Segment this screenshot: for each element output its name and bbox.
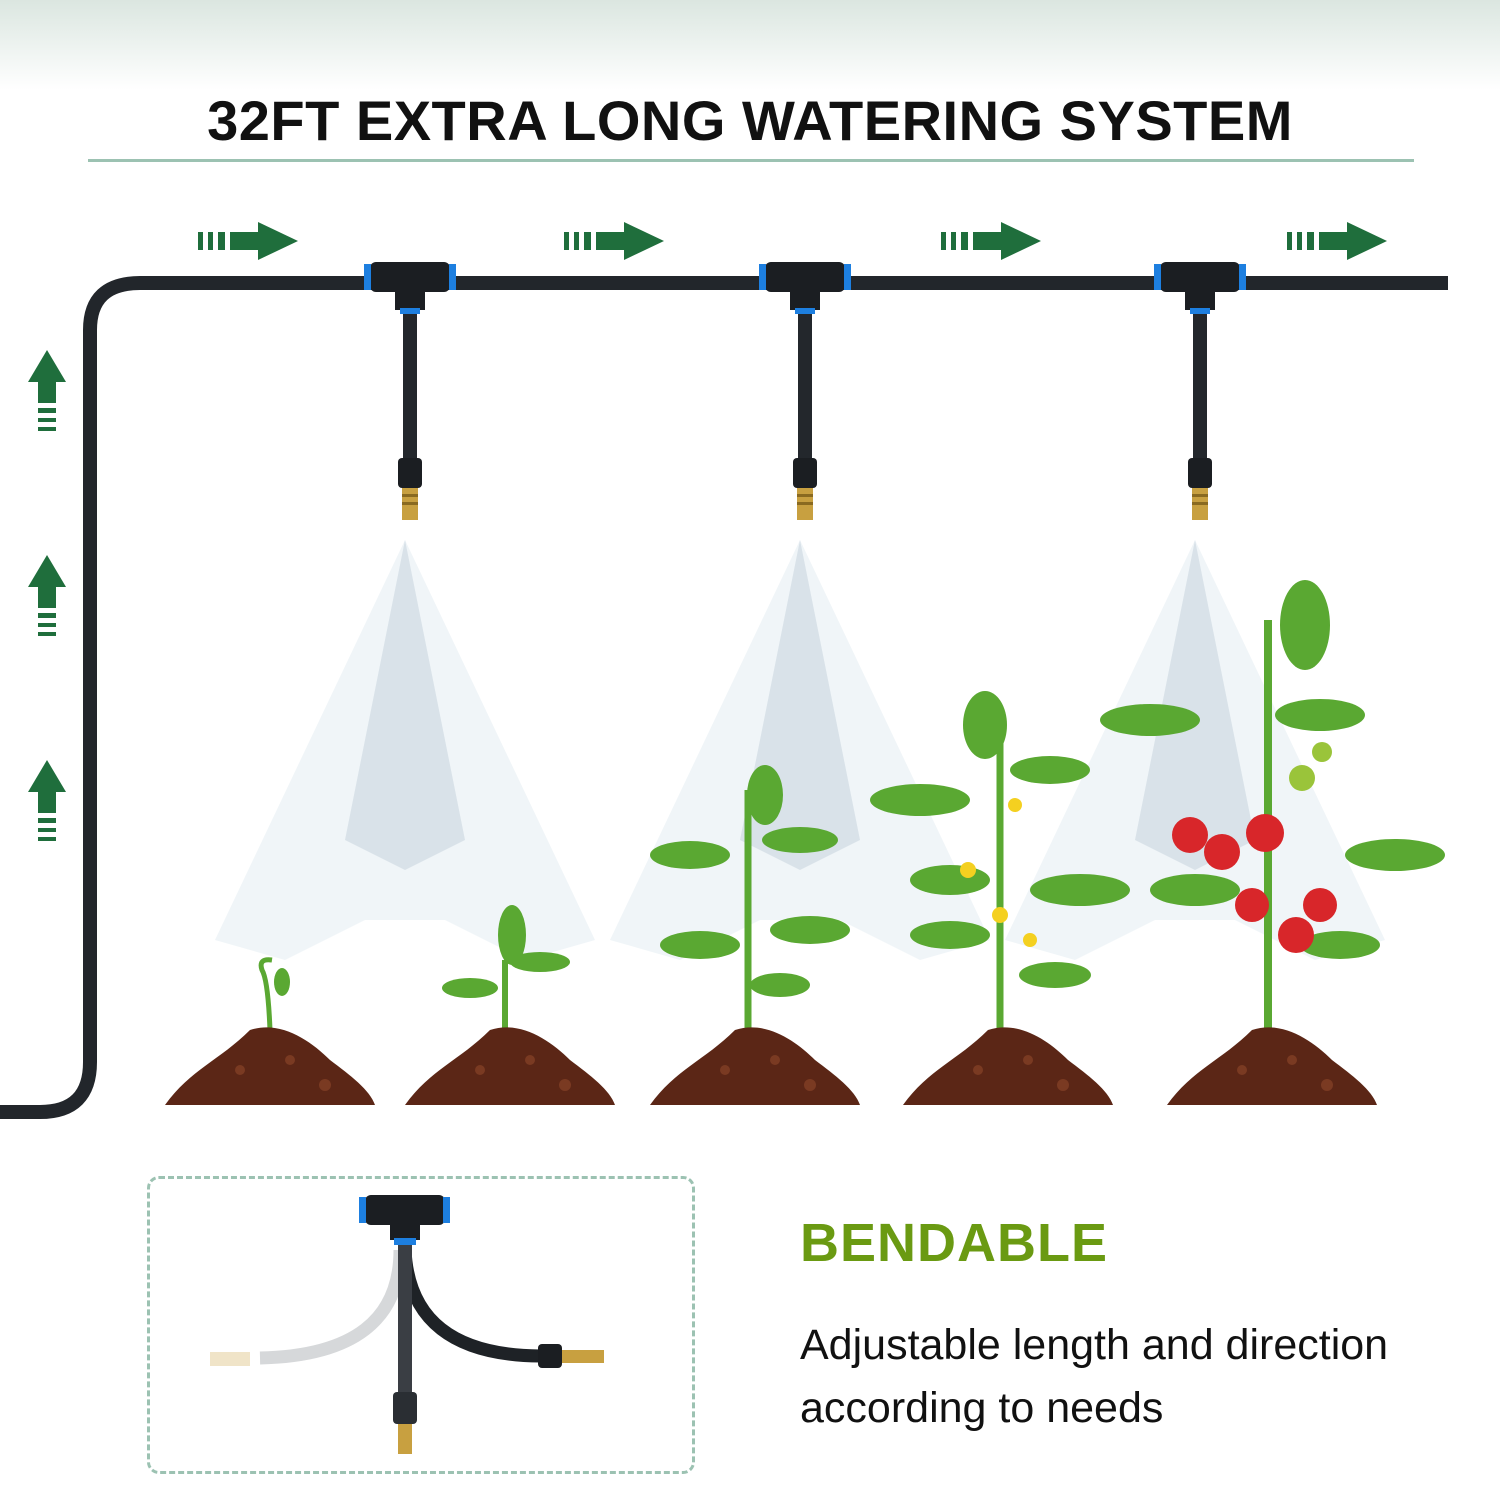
flow-arrow-up-2 xyxy=(28,555,66,636)
tee-connector-mister-2 xyxy=(759,262,851,520)
page-title: 32FT EXTRA LONG WATERING SYSTEM xyxy=(207,89,1293,152)
plant-seedling xyxy=(258,957,290,1031)
flow-arrow-right-2 xyxy=(564,222,664,260)
plant-sprout xyxy=(442,905,570,1030)
soil-mound-1 xyxy=(165,1027,375,1105)
plant-young xyxy=(650,765,850,1030)
tee-connector-mister-3 xyxy=(1154,262,1246,520)
header-background xyxy=(0,0,1500,90)
plant-flowering xyxy=(870,691,1130,1030)
soil-mound-4 xyxy=(903,1027,1113,1105)
flow-arrow-up-3 xyxy=(28,760,66,841)
feature-title: BENDABLE xyxy=(800,1213,1109,1273)
soil-mound-3 xyxy=(650,1027,860,1105)
flow-arrow-right-1 xyxy=(198,222,298,260)
tee-connector-mister-1 xyxy=(364,262,456,520)
flow-arrow-right-3 xyxy=(941,222,1041,260)
bendable-detail-frame xyxy=(147,1176,695,1474)
bendable-tee-detail xyxy=(210,1195,604,1454)
soil-mound-2 xyxy=(405,1027,615,1105)
water-spray-1 xyxy=(215,540,595,960)
flow-arrow-up-1 xyxy=(28,350,66,431)
water-spray-2 xyxy=(610,540,990,960)
flow-arrow-right-4 xyxy=(1287,222,1387,260)
feature-description: Adjustable length and direction accordin… xyxy=(800,1321,1389,1432)
plant-tomato xyxy=(1100,580,1445,1030)
title-divider xyxy=(88,159,1414,162)
soil-mound-5 xyxy=(1167,1027,1377,1105)
main-pipe xyxy=(0,276,1448,1119)
